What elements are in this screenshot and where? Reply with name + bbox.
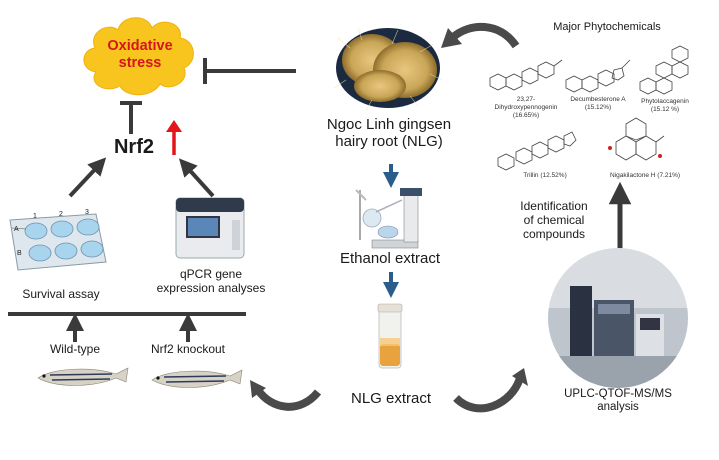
- survival-assay-label: Survival assay: [22, 287, 100, 301]
- curved-arrow-bottom-right: [453, 376, 524, 413]
- zebrafish-wildtype-image: [37, 367, 129, 386]
- plate-label-2: 2: [59, 211, 63, 218]
- qpcr-label: qPCR gene expression analyses: [156, 267, 266, 295]
- hairy-root-image: [333, 27, 443, 111]
- structure-nigakilactone-h: [608, 117, 665, 161]
- inhibition-nlg-to-stress: [203, 58, 296, 84]
- plate-label-1: 1: [33, 213, 37, 220]
- structure-23-27-dihydroxypennogenin: [489, 59, 563, 91]
- compound-caption-4: Trillin (12.52%): [523, 172, 567, 179]
- zebrafish-knockout-image: [151, 369, 243, 388]
- oxidative-stress-cloud: [83, 17, 194, 96]
- uplc-instrument-image: [548, 248, 688, 388]
- curved-arrow-top: [449, 22, 520, 49]
- nlg-label-line2: hairy root (NLG): [335, 133, 443, 151]
- extract-tube-image: [377, 303, 403, 369]
- red-up-arrow: [166, 120, 182, 155]
- wild-type-label: Wild-type: [49, 342, 100, 356]
- oxidative-stress-label: Oxidative stress: [107, 38, 173, 71]
- identification-label: Identification of chemical compounds: [520, 199, 588, 241]
- structure-phytolaccagenin: [639, 45, 689, 95]
- compound-caption-5: Nigakilactone H (7.21%): [609, 172, 681, 179]
- plate-label-3: 3: [85, 209, 89, 216]
- compound-caption-3: Phytolaccagenin (15.12 %): [641, 98, 689, 113]
- compound-caption-1: 23,27-Dihydroxypennogenin (16.65%): [494, 96, 558, 119]
- major-phytochemicals-title: Major Phytochemicals: [553, 21, 661, 33]
- qpcr-machine-image: [175, 197, 245, 259]
- nrf2-knockout-label: Nrf2 knockout: [150, 342, 226, 356]
- nrf2-label: Nrf2: [113, 136, 154, 158]
- structure-trillin: [497, 131, 577, 171]
- arrow-qpcr-to-nrf2: [178, 158, 215, 198]
- nlg-extract-label: NLG extract: [350, 390, 432, 407]
- compound-caption-2: Decumbesterone A (15.12%): [570, 96, 626, 111]
- ethanol-extract-label: Ethanol extract: [339, 250, 441, 267]
- chemical-structures: [489, 45, 689, 171]
- rotary-evaporator-image: [355, 188, 422, 249]
- plate-label-b: B: [17, 250, 22, 257]
- nlg-label-line1: Ngoc Linh gingsen: [326, 116, 452, 133]
- curved-arrow-bottom-left: [254, 387, 322, 411]
- inhibition-nrf2-to-stress: [120, 101, 142, 134]
- plate-label-a: A: [14, 226, 19, 233]
- uplc-label: UPLC-QTOF-MS/MS analysis: [564, 388, 672, 414]
- nlg-label: Ngoc Linh gingsen hairy root (NLG): [304, 116, 474, 151]
- arrow-survival-to-nrf2: [68, 157, 107, 198]
- well-plate-image: [9, 213, 107, 271]
- structure-decumbesterone-a: [565, 59, 631, 93]
